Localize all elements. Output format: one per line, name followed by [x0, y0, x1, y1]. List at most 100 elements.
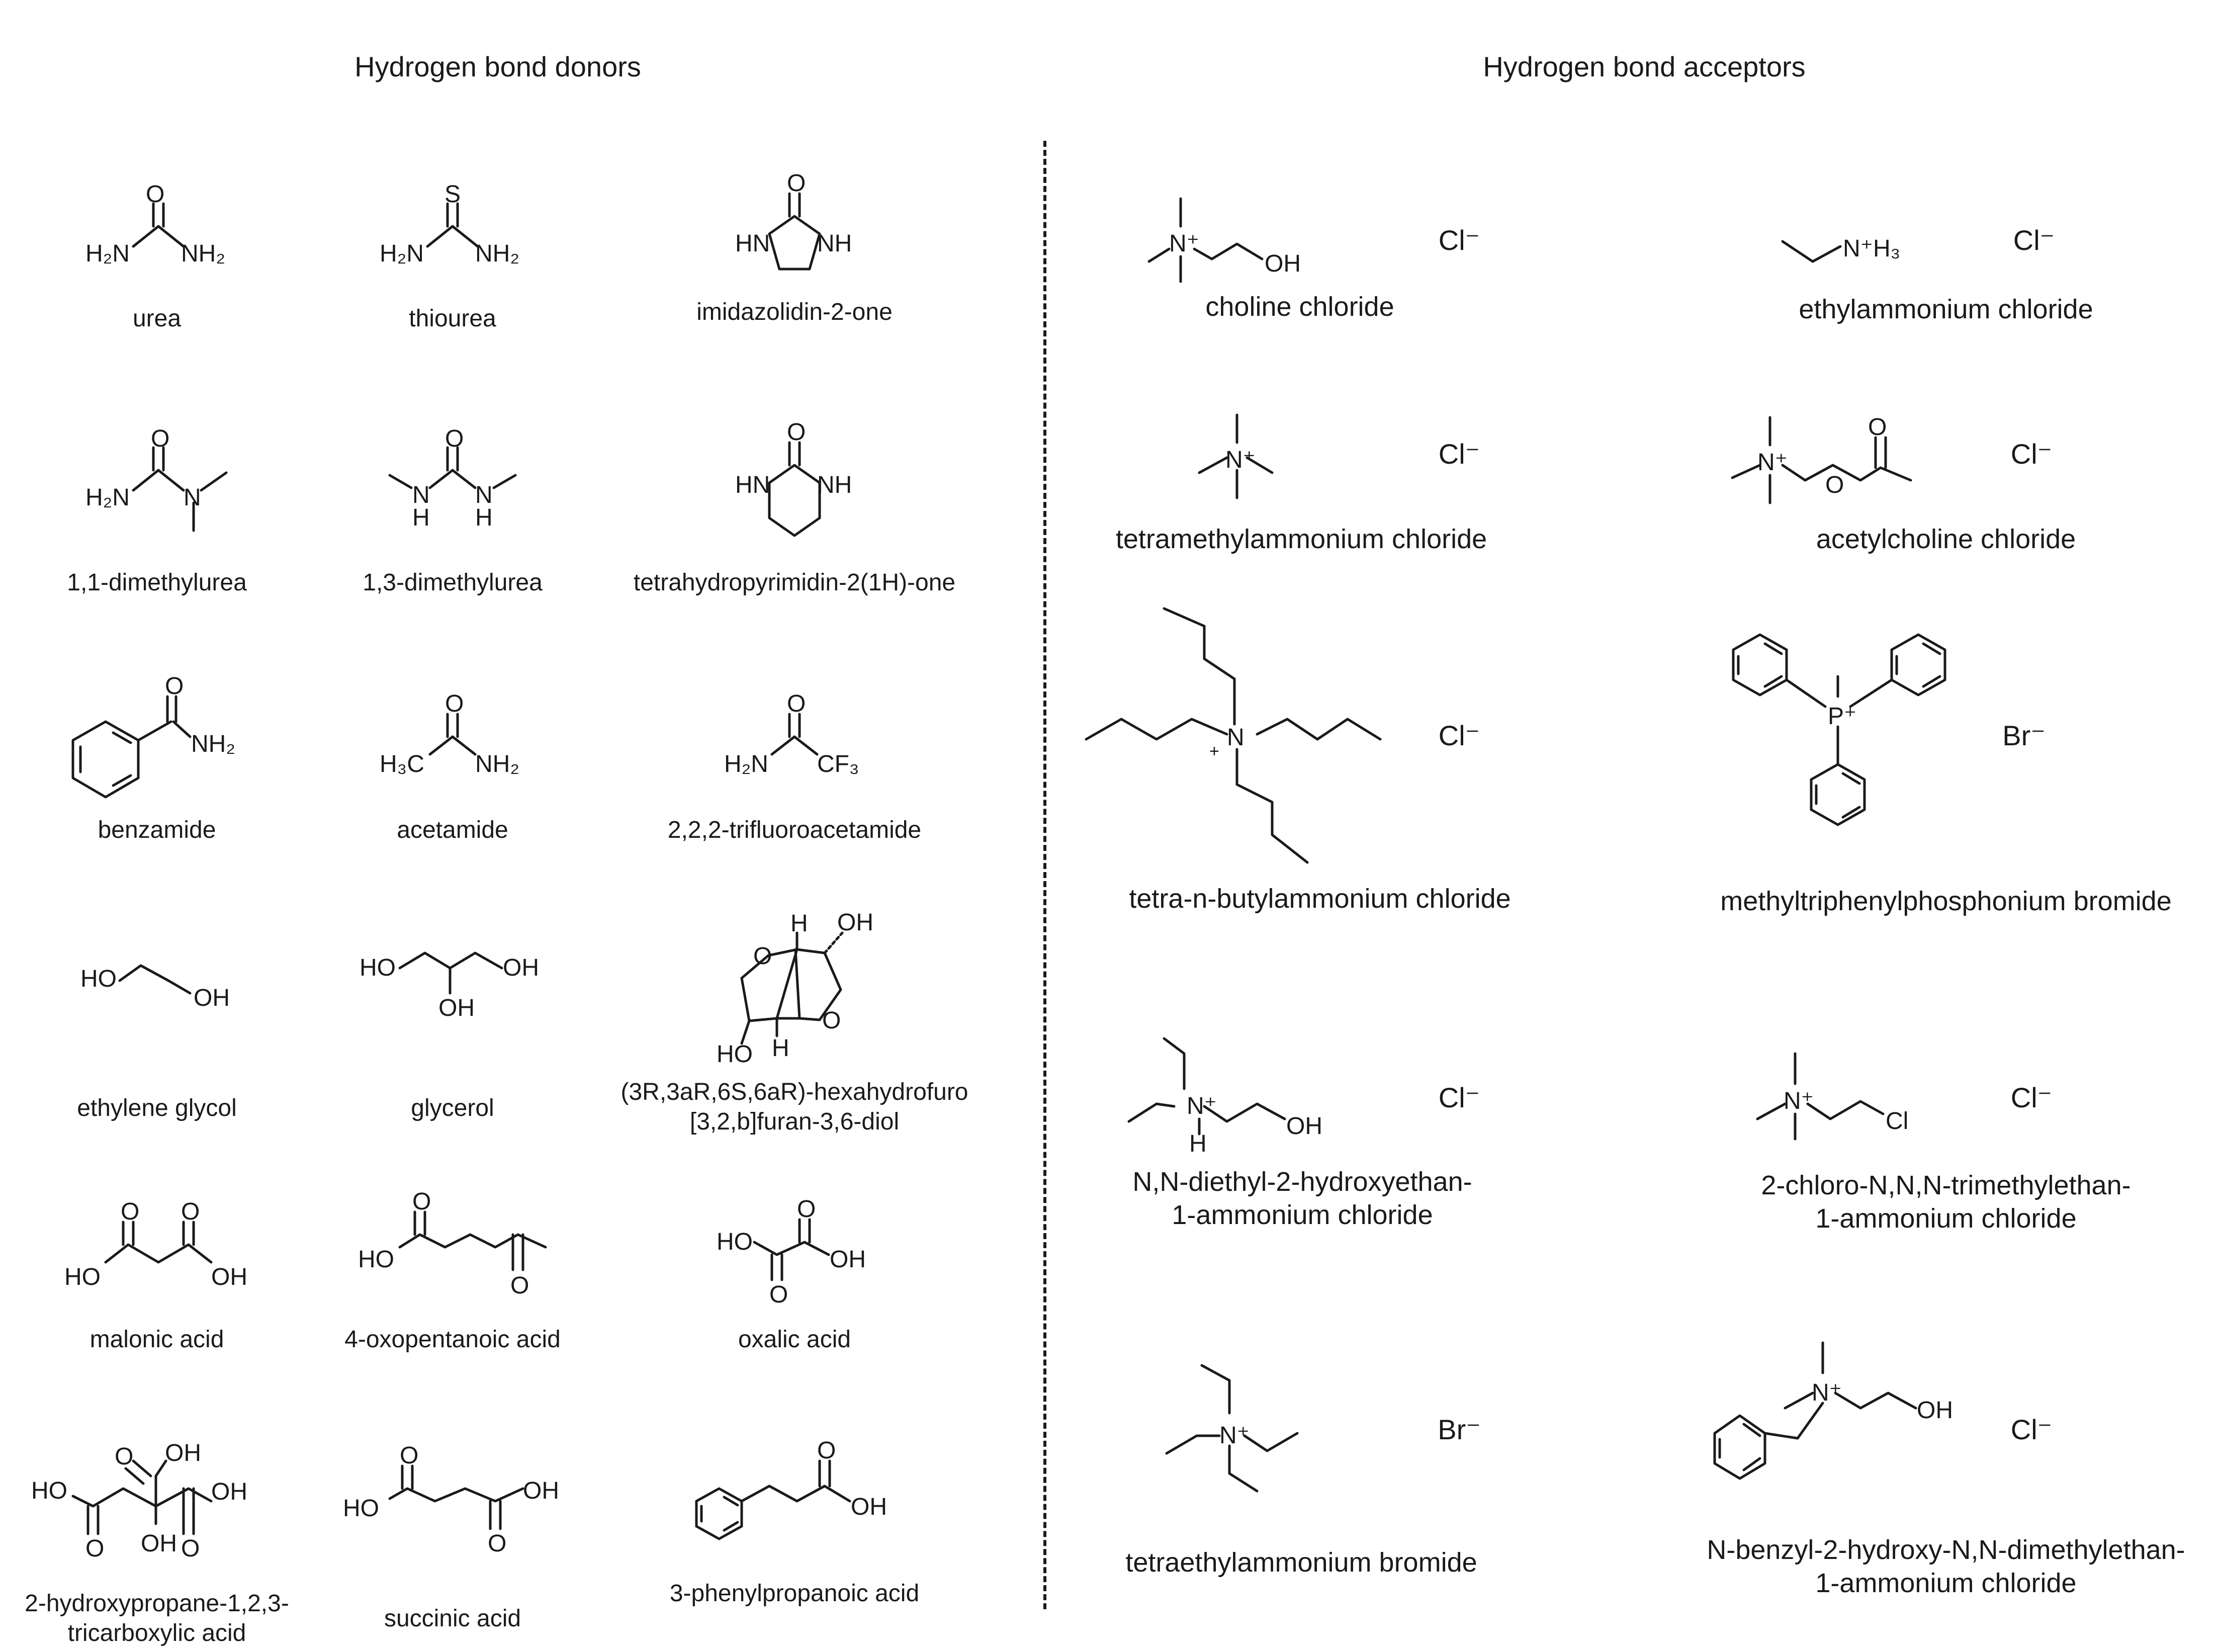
donor-name: 1,3-dimethylurea: [363, 569, 543, 596]
svg-text:N⁺: N⁺: [1187, 1093, 1217, 1119]
acceptor-name: N,N-diethyl-2-hydroxyethan- 1-ammonium c…: [1132, 1167, 1472, 1230]
svg-text:NH: NH: [817, 472, 852, 498]
svg-text:H: H: [475, 504, 493, 531]
donor-name: 3-phenylpropanoic acid: [669, 1580, 920, 1607]
svg-text:OH: OH: [194, 985, 230, 1011]
acceptor-name: methyltriphenylphosphonium bromide: [1720, 886, 2172, 916]
donor-name: imidazolidin-2-one: [696, 299, 893, 325]
svg-text:OH: OH: [141, 1530, 177, 1557]
svg-text:HN: HN: [735, 472, 770, 498]
svg-text:OH: OH: [1917, 1397, 1953, 1424]
svg-text:H: H: [412, 504, 430, 531]
svg-text:O: O: [488, 1530, 506, 1557]
svg-text:O: O: [181, 1535, 200, 1562]
svg-text:+: +: [1209, 742, 1219, 761]
donor-name: benzamide: [98, 817, 216, 843]
svg-text:OH: OH: [830, 1246, 866, 1273]
svg-text:N⁺H₃: N⁺H₃: [1843, 235, 1900, 262]
svg-text:N⁺: N⁺: [1169, 230, 1199, 257]
acceptor-name: choline chloride: [1205, 292, 1394, 322]
svg-text:O: O: [1825, 472, 1844, 498]
svg-text:N⁺: N⁺: [1219, 1422, 1250, 1449]
svg-text:H: H: [1189, 1131, 1207, 1157]
svg-text:OH: OH: [211, 1479, 247, 1505]
svg-text:O: O: [787, 419, 806, 446]
donors-heading: Hydrogen bond donors: [354, 51, 641, 82]
donor-name: glycerol: [411, 1095, 494, 1121]
svg-text:O: O: [797, 1196, 816, 1223]
svg-text:N: N: [184, 484, 201, 511]
svg-text:O: O: [769, 1281, 788, 1308]
svg-text:P⁺: P⁺: [1828, 703, 1856, 730]
svg-text:OH: OH: [837, 909, 873, 936]
svg-text:HN: HN: [735, 230, 770, 257]
donor-name: succinic acid: [384, 1605, 521, 1632]
donor-name: tetrahydropyrimidin-2(1H)-one: [633, 569, 956, 596]
svg-text:N⁺: N⁺: [1784, 1088, 1814, 1114]
svg-text:H₂N: H₂N: [724, 751, 768, 777]
svg-text:O: O: [445, 425, 464, 452]
counterion: Cl⁻: [1438, 224, 1480, 256]
svg-text:OH: OH: [851, 1494, 887, 1520]
svg-text:NH₂: NH₂: [475, 240, 519, 267]
svg-text:N⁺: N⁺: [1812, 1379, 1842, 1406]
svg-text:O: O: [787, 690, 806, 717]
svg-text:HO: HO: [64, 1264, 101, 1290]
svg-text:OH: OH: [1286, 1113, 1322, 1140]
svg-text:O: O: [146, 181, 164, 208]
svg-text:N⁺: N⁺: [1225, 447, 1256, 473]
counterion: Cl⁻: [2010, 438, 2053, 470]
column-divider: [1043, 141, 1046, 1609]
svg-text:O: O: [1868, 414, 1887, 441]
svg-text:HO: HO: [360, 954, 396, 981]
acceptor-name: tetramethylammonium chloride: [1115, 524, 1487, 554]
counterion: Cl⁻: [2010, 1414, 2053, 1445]
acceptors-heading: Hydrogen bond acceptors: [1483, 51, 1806, 82]
svg-text:O: O: [121, 1198, 139, 1225]
donor-name: oxalic acid: [738, 1326, 851, 1353]
svg-text:OH: OH: [165, 1440, 201, 1466]
svg-text:HO: HO: [358, 1246, 394, 1273]
svg-text:O: O: [181, 1198, 200, 1225]
counterion: Cl⁻: [1438, 720, 1480, 751]
svg-text:CF₃: CF₃: [817, 751, 859, 777]
svg-text:NH₂: NH₂: [181, 240, 225, 267]
svg-text:HO: HO: [80, 966, 117, 992]
svg-text:N: N: [1227, 724, 1245, 751]
svg-text:O: O: [165, 673, 184, 700]
donor-name: 1,1-dimethylurea: [67, 569, 247, 596]
svg-text:O: O: [85, 1535, 104, 1562]
svg-text:OH: OH: [1265, 250, 1301, 277]
svg-text:NH₂: NH₂: [191, 731, 235, 757]
acceptor-name: tetra-n-butylammonium chloride: [1129, 884, 1511, 914]
svg-text:Cl: Cl: [1886, 1108, 1908, 1135]
donor-name: thiourea: [409, 305, 496, 332]
svg-text:HO: HO: [343, 1495, 379, 1522]
svg-text:O: O: [753, 943, 772, 970]
donor-name: malonic acid: [90, 1326, 224, 1353]
svg-text:NH₂: NH₂: [475, 751, 519, 777]
svg-text:O: O: [115, 1443, 133, 1470]
